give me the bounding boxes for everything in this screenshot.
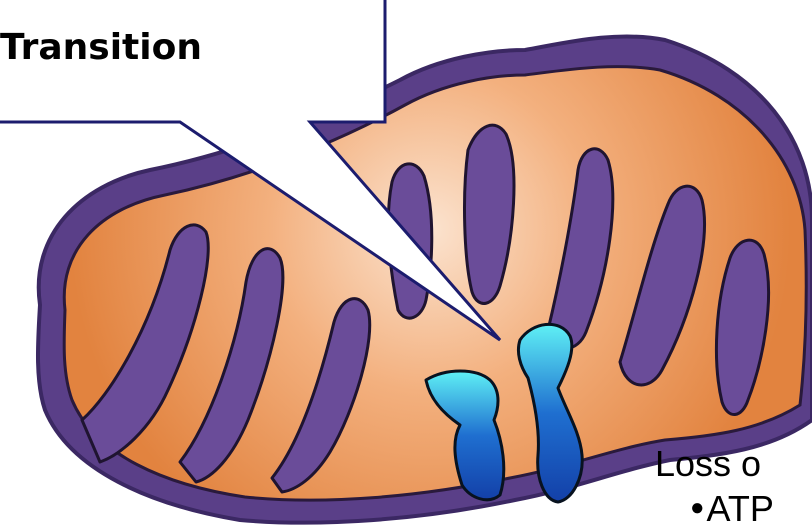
atp-label: ATP: [707, 488, 774, 529]
callout-title: Transition: [0, 30, 202, 66]
bullet-icon: ●: [690, 494, 705, 521]
loss-label: Loss o: [655, 446, 761, 482]
atp-bullet-item: ●ATP: [690, 491, 774, 527]
